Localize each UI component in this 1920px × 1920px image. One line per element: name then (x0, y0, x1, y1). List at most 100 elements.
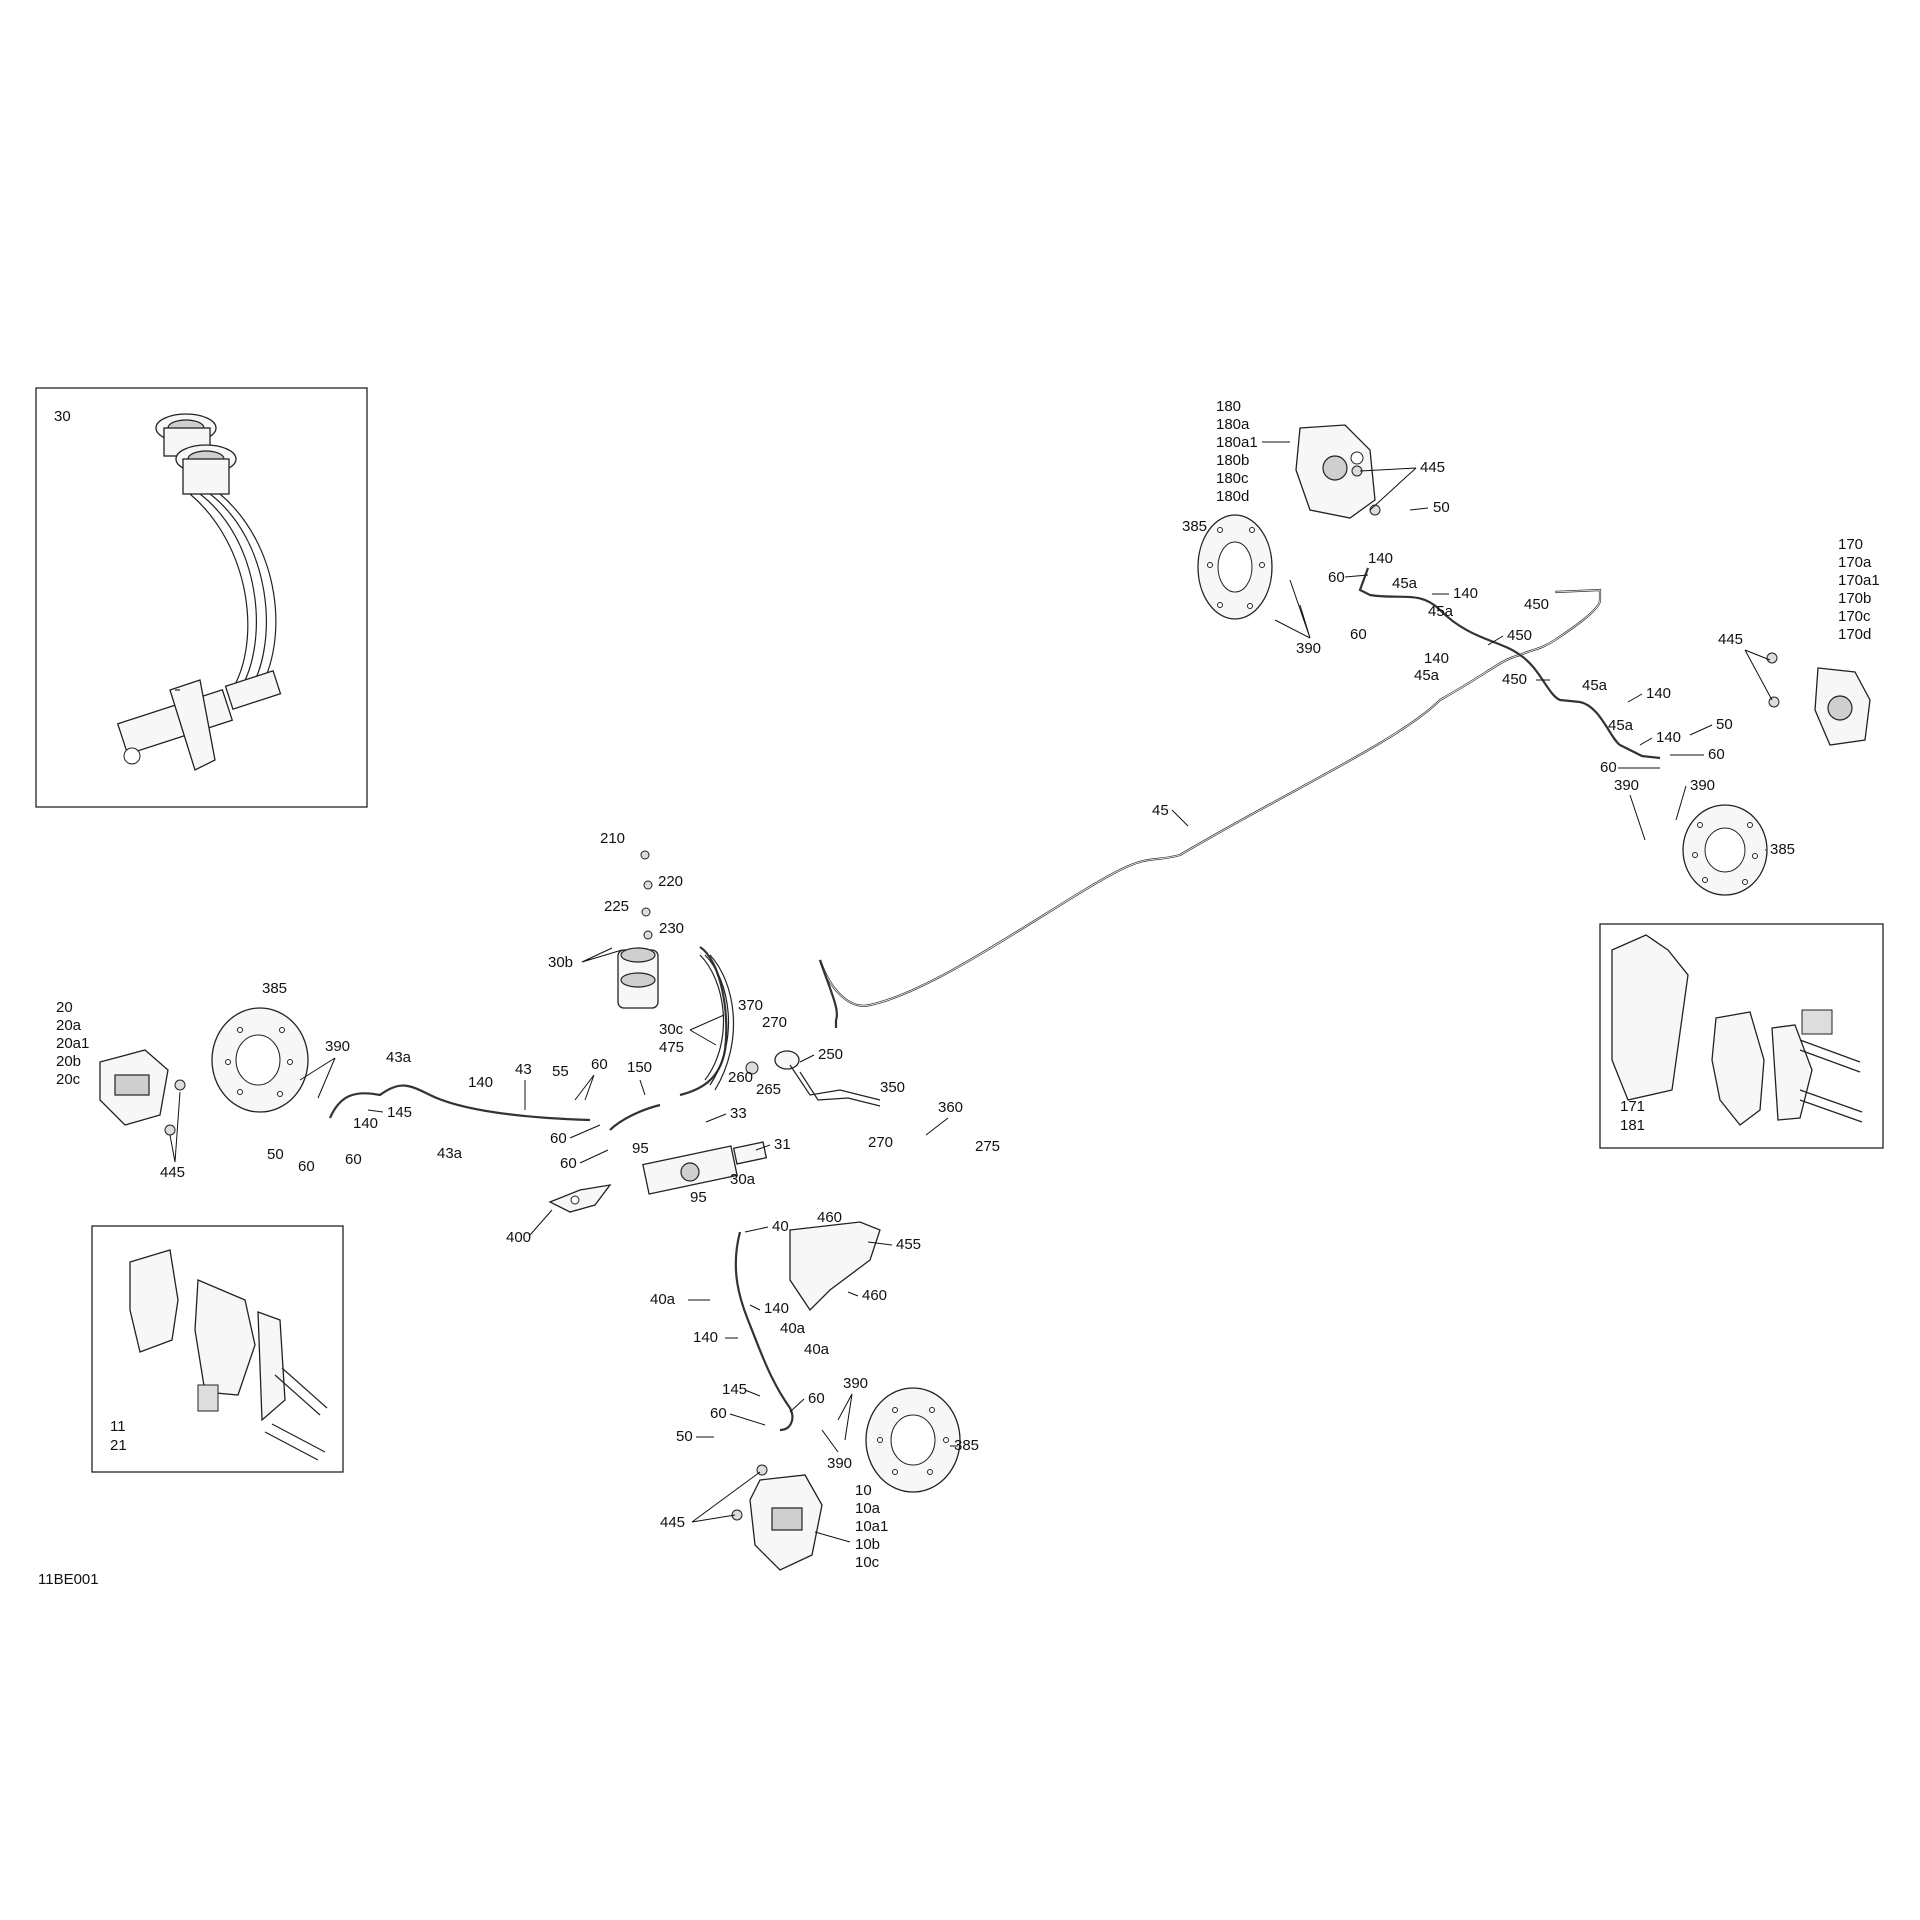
callout-55: 55 (552, 1063, 569, 1080)
callout-265: 265 (756, 1081, 781, 1098)
callout-20b: 20b (56, 1053, 81, 1070)
callout-45a-d: 45a (1582, 677, 1608, 694)
callout-140-f: 140 (468, 1074, 493, 1091)
callout-170a1: 170a1 (1838, 572, 1880, 589)
callout-43: 43 (515, 1061, 532, 1078)
callout-170b: 170b (1838, 590, 1871, 607)
callout-33: 33 (730, 1105, 747, 1122)
callout-60-e: 60 (591, 1056, 608, 1073)
callout-10a1: 10a1 (855, 1518, 888, 1535)
callout-10b: 10b (855, 1536, 880, 1553)
inset-master-cylinder-label: 30 (54, 408, 71, 425)
callout-385-rl: 385 (1770, 841, 1795, 858)
callout-450-c: 450 (1502, 671, 1527, 688)
rear-left-caliper-drawing (1766, 652, 1871, 746)
callout-225: 225 (604, 898, 629, 915)
callout-450-b: 450 (1507, 627, 1532, 644)
callout-45a-e: 45a (1608, 717, 1634, 734)
callout-60-b: 60 (1350, 626, 1367, 643)
callout-95-a: 95 (632, 1140, 649, 1157)
callout-140-h: 140 (693, 1329, 718, 1346)
inset-rear-pad-kit: 171 181 (1599, 923, 1884, 1149)
callout-140-e: 140 (1656, 729, 1681, 746)
callout-385-fr: 385 (954, 1437, 979, 1454)
front-left-disc-drawing (211, 1007, 309, 1113)
callout-275: 275 (975, 1138, 1000, 1155)
pedal-250-drawing (745, 1050, 881, 1107)
callout-140-d: 140 (1646, 685, 1671, 702)
callout-30a: 30a (730, 1171, 756, 1188)
callout-390-fl: 390 (325, 1038, 350, 1055)
front-left-caliper-drawing (99, 1049, 186, 1136)
guard-455-drawing (789, 1221, 881, 1312)
callout-60-f: 60 (298, 1158, 315, 1175)
callout-170d: 170d (1838, 626, 1871, 643)
callout-180a: 180a (1216, 416, 1250, 433)
callout-250: 250 (818, 1046, 843, 1063)
callout-30c: 30c (659, 1021, 684, 1038)
callout-230: 230 (659, 920, 684, 937)
callout-460-b: 460 (862, 1287, 887, 1304)
callout-45: 45 (1152, 802, 1169, 819)
callout-60-j: 60 (710, 1405, 727, 1422)
callout-360: 360 (938, 1099, 963, 1116)
callout-40a-c: 40a (804, 1341, 830, 1358)
callout-40a-b: 40a (780, 1320, 806, 1337)
callout-10: 10 (855, 1482, 872, 1499)
callout-10c: 10c (855, 1554, 880, 1571)
master-cylinder-30a-drawing (642, 1141, 768, 1195)
callout-390-rl-b: 390 (1690, 777, 1715, 794)
master-cylinder-body-drawing (116, 670, 282, 771)
callout-445-rl: 445 (1718, 631, 1743, 648)
callout-180a1: 180a1 (1216, 434, 1258, 451)
callout-180: 180 (1216, 398, 1241, 415)
callout-60-g: 60 (345, 1151, 362, 1168)
reservoir-pair-drawing (155, 413, 277, 693)
callout-390-rr: 390 (1296, 640, 1321, 657)
callout-170c: 170c (1838, 608, 1871, 625)
callout-labels: 180 180a 180a1 180b 180c 180d 445 385 39… (38, 398, 1880, 1588)
rear-right-caliper-drawing (1295, 424, 1381, 519)
callout-60-i: 60 (560, 1155, 577, 1172)
callout-10a: 10a (855, 1500, 881, 1517)
front-right-disc-drawing (865, 1387, 961, 1493)
callout-475: 475 (659, 1039, 684, 1056)
brake-lines (328, 567, 1661, 1432)
callout-145-b: 145 (722, 1381, 747, 1398)
callout-145-a: 145 (387, 1104, 412, 1121)
callout-455: 455 (896, 1236, 921, 1253)
diagram-code: 11BE001 (38, 1571, 99, 1588)
callout-50-rr: 50 (1433, 499, 1450, 516)
front-right-caliper-drawing (731, 1464, 823, 1571)
callout-60-h: 60 (550, 1130, 567, 1147)
callout-50-rl: 50 (1716, 716, 1733, 733)
callout-270-b: 270 (868, 1134, 893, 1151)
callout-385-fl: 385 (262, 980, 287, 997)
callout-60-d: 60 (1600, 759, 1617, 776)
callout-45a-a: 45a (1392, 575, 1418, 592)
callout-40: 40 (772, 1218, 789, 1235)
callout-445-fl: 445 (160, 1164, 185, 1181)
callout-445-fr: 445 (660, 1514, 685, 1531)
front-pad-kit-label-1: 11 (110, 1418, 126, 1435)
bracket-400-drawing (548, 1184, 612, 1213)
callout-260: 260 (728, 1069, 753, 1086)
callout-40a-a: 40a (650, 1291, 676, 1308)
callout-140-c: 140 (1424, 650, 1449, 667)
callout-180b: 180b (1216, 452, 1249, 469)
callout-445-rr: 445 (1420, 459, 1445, 476)
callout-460-a: 460 (817, 1209, 842, 1226)
callout-390-rl-a: 390 (1614, 777, 1639, 794)
front-pad-kit-label-2: 21 (110, 1437, 127, 1454)
inset-master-cylinder: 30 (35, 387, 368, 808)
callout-390-fr-b: 390 (827, 1455, 852, 1472)
callout-220: 220 (658, 873, 683, 890)
callout-50-fr: 50 (676, 1428, 693, 1445)
callout-385-rr: 385 (1182, 518, 1207, 535)
callout-140-g: 140 (764, 1300, 789, 1317)
callout-95-b: 95 (690, 1189, 707, 1206)
callout-140-fl2: 140 (353, 1115, 378, 1132)
callout-370: 370 (738, 997, 763, 1014)
callout-45a-b: 45a (1428, 603, 1454, 620)
